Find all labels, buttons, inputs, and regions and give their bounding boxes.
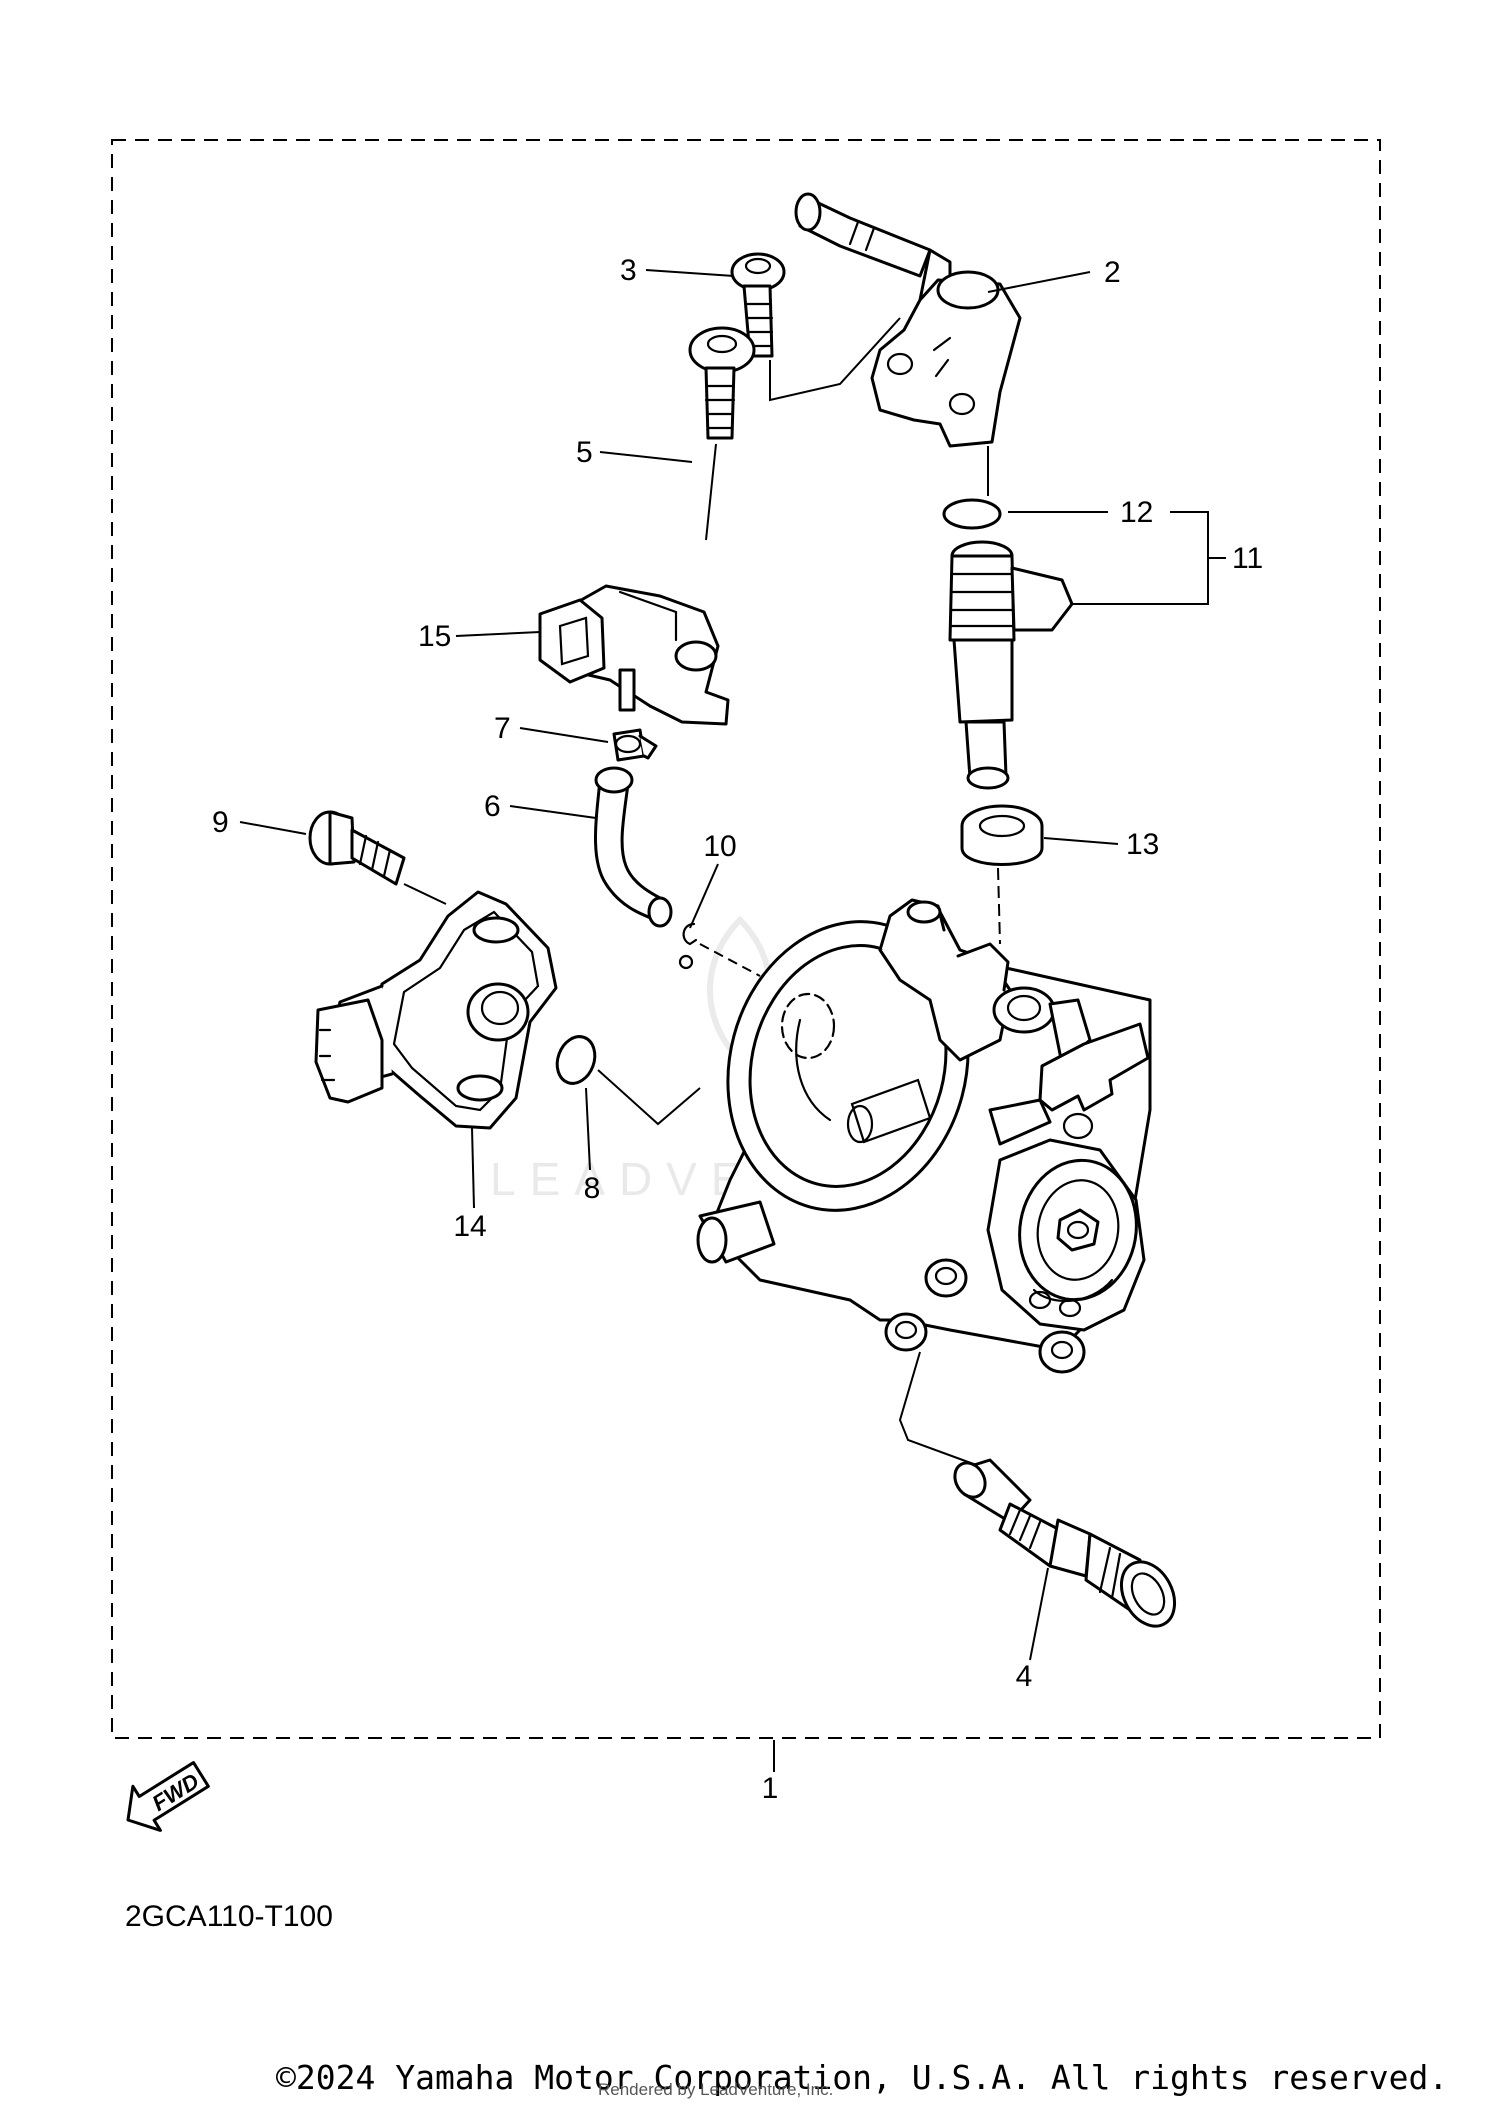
callout-3: 3: [620, 254, 637, 287]
callout-13: 13: [1126, 828, 1159, 861]
injector-part[interactable]: [948, 540, 1074, 790]
callout-9: 9: [212, 806, 229, 839]
throttle-position-sensor-part[interactable]: [314, 890, 558, 1130]
callout-8: 8: [584, 1172, 601, 1205]
copyright-notice: ©2024 Yamaha Motor Corporation, U.S.A. A…: [276, 2058, 1449, 2097]
injector-seal-part[interactable]: [960, 804, 1044, 866]
callout-5: 5: [576, 436, 593, 469]
throttle-body-assembly-part[interactable]: [696, 894, 1152, 1471]
intake-pressure-sensor-part[interactable]: [538, 584, 730, 726]
idle-adjust-screw-part[interactable]: [949, 1457, 1185, 1635]
bolt-part-5[interactable]: [688, 326, 756, 541]
hose-part[interactable]: [594, 766, 673, 928]
callout-15: 15: [418, 620, 451, 653]
callout-6: 6: [484, 790, 501, 823]
callout-4: 4: [1016, 1660, 1033, 1693]
fuel-hose-joint-part[interactable]: [794, 192, 1022, 448]
callout-14: 14: [453, 1210, 486, 1243]
fwd-direction-arrow: FWD: [126, 1761, 210, 1832]
seal-leader: [997, 867, 1001, 945]
rendered-by-notice: Rendered by LeadVenture, Inc.: [598, 2080, 834, 2099]
callout-1: 1: [762, 1772, 779, 1805]
o-ring-part[interactable]: [551, 1031, 701, 1126]
injector-o-ring-part[interactable]: [942, 498, 1002, 530]
clip-part[interactable]: [612, 728, 658, 762]
callout-leaders: [239, 269, 1226, 1772]
assembly-boundary: [111, 139, 1381, 1739]
callout-7: 7: [494, 712, 511, 745]
callout-10: 10: [703, 830, 736, 863]
callout-11: 11: [1232, 542, 1263, 575]
callout-2: 2: [1104, 256, 1121, 289]
diagram-code: 2GCA110-T100: [125, 1900, 333, 1933]
screw-part[interactable]: [308, 810, 447, 905]
callout-12: 12: [1120, 496, 1153, 529]
